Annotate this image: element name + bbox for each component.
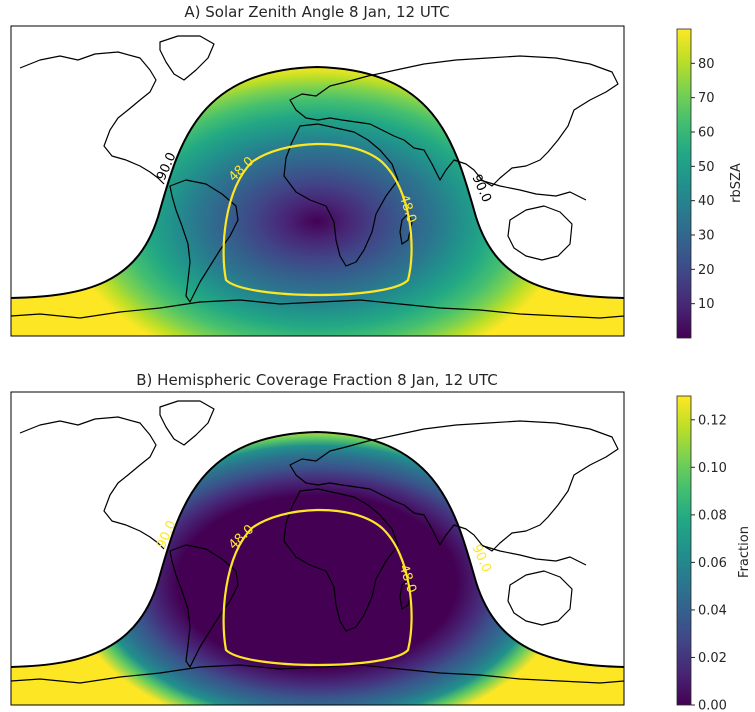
panel-a-48-contour <box>222 142 413 297</box>
panel-a-coast-indonesia <box>479 179 587 201</box>
panel-a-colorbar-tick-label: 10 <box>698 297 715 312</box>
panel-a-coastlines <box>11 35 624 319</box>
panel-a-coast-australia <box>507 205 573 261</box>
panel-a-coast-south-america <box>169 179 239 303</box>
panel-b-coast-eurasia <box>289 420 619 552</box>
panel-a-coast-eurasia <box>289 55 619 187</box>
panel-a-colorbar-tick-label: 40 <box>698 194 715 209</box>
panel-b-coast-australia <box>507 570 573 626</box>
panel-a-title: A) Solar Zenith Angle 8 Jan, 12 UTC <box>184 3 449 21</box>
panel-a-frame <box>10 25 625 337</box>
panel-b-coastlines <box>11 400 624 684</box>
panel-a-colorbar-tick-label: 50 <box>698 160 715 175</box>
panel-b-colorbar-tick-label: 0.02 <box>698 651 727 666</box>
panel-a-sunlit-field <box>11 67 624 336</box>
panel-a-colorbar-tick-label: 20 <box>698 263 715 278</box>
panel-b-colorbar-tick-label: 0.12 <box>698 413 727 428</box>
panel-b-coast-greenland <box>159 400 215 446</box>
panel-a-coast-north-america <box>19 51 165 185</box>
panel-b-coast-africa <box>283 488 399 632</box>
panel-a-colorbar <box>676 28 692 339</box>
panel-a-colorbar-tick-label: 70 <box>698 91 715 106</box>
panel-b-coast-north-america <box>19 416 165 550</box>
panel-a: A) Solar Zenith Angle 8 Jan, 12 UTC 48.0… <box>10 3 744 339</box>
panel-b-colorbar <box>676 395 692 706</box>
panel-b-colorbar-label: Fraction <box>737 526 752 578</box>
panel-a-colorbar-label: rbSZA <box>729 163 744 203</box>
panel-a-coast-antarctica <box>11 299 624 319</box>
panel-a-terminator-90-contour <box>11 65 624 299</box>
panel-b-coast-south-america <box>169 544 239 668</box>
panel-a-colorbar-tick-label: 60 <box>698 126 715 141</box>
panel-b-colorbar-ticks: 0.00 0.02 0.04 0.06 0.08 0.10 0.12 <box>691 413 727 712</box>
panel-b-title: B) Hemispheric Coverage Fraction 8 Jan, … <box>136 371 497 389</box>
panel-b-colorbar-tick-label: 0.08 <box>698 508 727 523</box>
panel-a-colorbar-ticks: 10 20 30 40 50 60 70 80 <box>691 57 715 312</box>
panel-b-colorbar-tick-label: 0.00 <box>698 699 727 712</box>
panel-b-colorbar-tick-label: 0.10 <box>698 461 727 476</box>
panel-b-sunlit-field <box>11 432 624 705</box>
panel-b-coast-indonesia <box>479 544 587 566</box>
panel-b-colorbar-tick-label: 0.04 <box>698 603 727 618</box>
panel-a-colorbar-tick-label: 80 <box>698 57 715 72</box>
panel-b-48-contour <box>222 508 413 667</box>
panel-b-coast-antarctica <box>11 664 624 684</box>
panel-a-coast-greenland <box>159 35 215 81</box>
panel-a-colorbar-tick-label: 30 <box>698 229 715 244</box>
panel-b-frame <box>10 391 625 706</box>
panel-b-colorbar-tick-label: 0.06 <box>698 556 727 571</box>
panel-a-coast-africa <box>283 123 399 267</box>
panel-b: B) Hemispheric Coverage Fraction 8 Jan, … <box>10 371 752 712</box>
panel-b-terminator-90-contour <box>11 430 624 668</box>
